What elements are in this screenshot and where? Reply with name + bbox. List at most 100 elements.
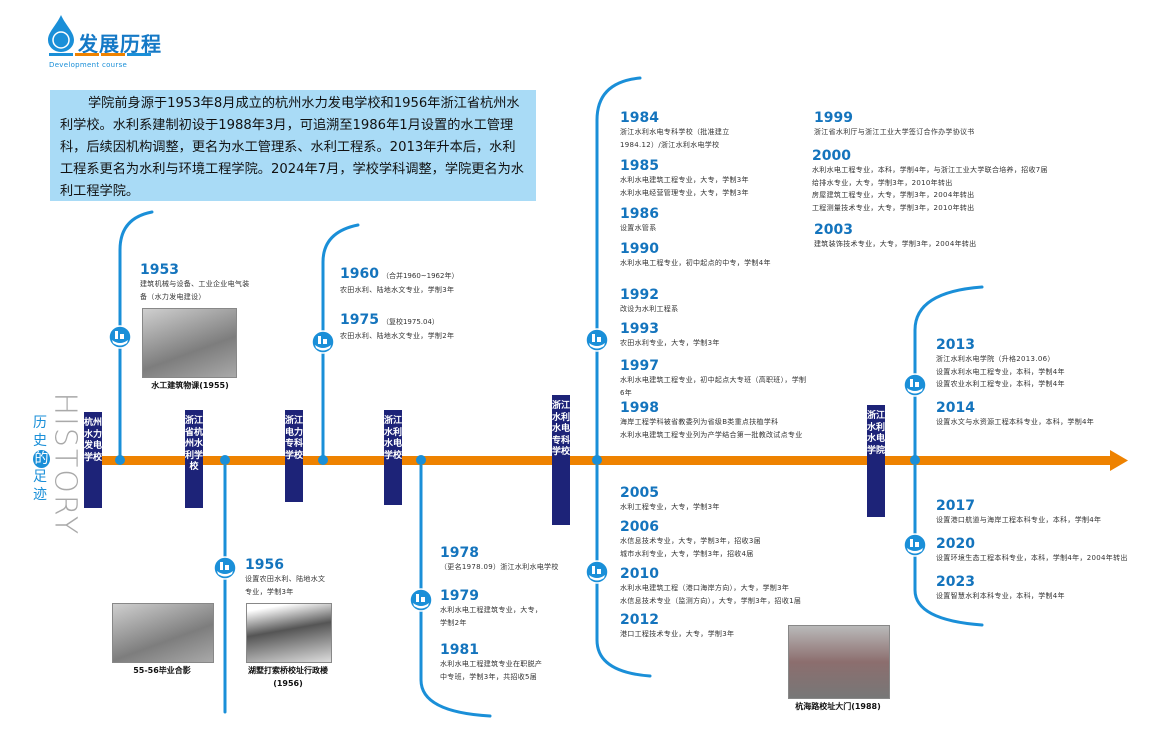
entry-line: 设置港口航道与海岸工程本科专业，本科，学制4年 xyxy=(936,516,1102,524)
entry-line: 专业，学制3年 xyxy=(245,587,294,596)
timeline-entry-1998: 1998 海岸工程学科被省教委列为省级B类重点扶植学科水利水电建筑工程专业列为产学… xyxy=(620,400,803,441)
entry-line: 工程测量技术专业，大专，学制3年，2010年转出 xyxy=(812,203,975,212)
entry-line: 水利水电工程建筑专业，大专， xyxy=(440,606,543,614)
timeline-dot xyxy=(592,455,602,465)
entry-line: 设置农业水利工程专业，本科，学制4年 xyxy=(936,380,1065,388)
entry-line: 水利水电工程专业，本科，学制4年，与浙江工业大学联合培养，招收7届 xyxy=(812,166,1048,174)
timeline-entry-2017: 2017 设置港口航道与海岸工程本科专业，本科，学制4年 xyxy=(936,498,1101,527)
year-text: 1992 xyxy=(620,287,659,303)
entry-year: 1978 xyxy=(440,545,559,561)
entry-year: 1985 xyxy=(620,158,749,174)
entry-year: 2010 xyxy=(620,566,801,582)
entry-year: 2005 xyxy=(620,485,720,501)
entry-line: 海岸工程学科被省教委列为省级B类重点扶植学科 xyxy=(620,418,779,426)
intro-text: 学院前身源于1953年8月成立的杭州水力发电学校和1956年浙江省杭州水利学校。… xyxy=(50,90,536,201)
entry-year: 2013 xyxy=(936,337,1065,353)
entry-line: 备（水力发电建设） xyxy=(140,292,206,301)
year-text: 1999 xyxy=(814,110,853,126)
entry-line: 建筑机械与设备、工业企业电气装 xyxy=(140,280,250,288)
timeline-dot xyxy=(416,455,426,465)
photo-caption: (1956) xyxy=(273,679,303,688)
hydro-building-icon xyxy=(903,533,927,557)
entry-line: 1984.12）/浙江水利水电学校 xyxy=(620,140,720,149)
char: 足 xyxy=(33,469,47,485)
entry-line: 设置智慧水利本科专业，本科，学制4年 xyxy=(936,592,1065,600)
entry-line: （更名1978.09）浙江水利水电学校 xyxy=(440,563,559,571)
timeline-entry-1975: 1975（复校1975.04）农田水利、陆地水文专业，学制2年 xyxy=(340,312,454,343)
year-text: 2000 xyxy=(812,148,851,164)
year-text: 1956 xyxy=(245,557,284,573)
year-text: 2017 xyxy=(936,498,975,514)
entry-year: 2017 xyxy=(936,498,1101,514)
entry-line: 港口工程技术专业，大专，学制3年 xyxy=(620,630,735,638)
year-text: 1975 xyxy=(340,312,379,328)
entry-year: 1953 xyxy=(140,262,250,278)
entry-year: 2006 xyxy=(620,519,761,535)
history-en-text: HISTORY xyxy=(47,392,83,537)
school-label: 杭州水力发电学校 xyxy=(84,412,102,508)
year-text: 2020 xyxy=(936,536,975,552)
char: 史 xyxy=(33,433,47,449)
entry-year: 2020 xyxy=(936,536,1128,552)
photo-graduation xyxy=(112,603,214,663)
entry-year: 1990 xyxy=(620,241,771,257)
entry-line: 水利水电经营管理专业，大专，学制3年 xyxy=(620,188,749,197)
entry-line: 改设为水利工程系 xyxy=(620,305,679,313)
history-cn-label: 历 史 的 足 迹 xyxy=(33,414,50,504)
year-text: 1998 xyxy=(620,400,659,416)
school-label: 浙江水利水电专科学校 xyxy=(552,395,570,525)
entry-line: 农田水利、陆地水文专业，学制3年 xyxy=(340,286,455,294)
year-text: 2006 xyxy=(620,519,659,535)
photo-gate-1988 xyxy=(788,625,890,699)
branch-line-2005 xyxy=(595,458,652,678)
water-drop-logo-icon xyxy=(48,15,74,52)
entry-line: 房屋建筑工程专业，大专，学制3年，2004年转出 xyxy=(812,191,975,199)
year-text: 1990 xyxy=(620,241,659,257)
branch-line-2013 xyxy=(913,285,984,462)
year-text: 2005 xyxy=(620,485,659,501)
title-underline xyxy=(101,53,125,56)
entry-line: 设置水利水电工程专业，本科，学制4年 xyxy=(936,367,1065,376)
branch-line-2017 xyxy=(913,458,984,627)
entry-line: 水利水电建筑工程专业列为产学结合第一批教改试点专业 xyxy=(620,430,803,439)
year-text: 1984 xyxy=(620,110,659,126)
entry-year: 2003 xyxy=(814,222,976,238)
entry-year: 2023 xyxy=(936,574,1065,590)
branch-line-1978 xyxy=(419,458,492,718)
entry-year: 2012 xyxy=(620,612,734,628)
hydro-building-icon xyxy=(409,588,433,612)
timeline-entry-2012: 2012 港口工程技术专业，大专，学制3年 xyxy=(620,612,734,641)
school-label: 浙江水利水电学院 xyxy=(867,405,885,517)
entry-line: 中专班，学制3年，共招收5届 xyxy=(440,672,538,681)
year-text: 1993 xyxy=(620,321,659,337)
timeline-entry-2000: 2000 水利水电工程专业，本科，学制4年，与浙江工业大学联合培养，招收7届给排水… xyxy=(812,148,1048,214)
entry-line: 浙江省水利厅与浙江工业大学签订合作办学协议书 xyxy=(814,128,975,136)
entry-line: 水信息技术专业（监测方向），大专，学制3年，招收1届 xyxy=(620,596,802,605)
year-text: 2012 xyxy=(620,612,659,628)
year-text: 1978 xyxy=(440,545,479,561)
timeline-entry-1999: 1999 浙江省水利厅与浙江工业大学签订合作办学协议书 xyxy=(814,110,975,139)
entry-year: 2000 xyxy=(812,148,1048,164)
year-text: 2003 xyxy=(814,222,853,238)
entry-line: 水利水电建筑工程专业，初中起点大专班（高职班），学制 xyxy=(620,376,807,384)
entry-line: 给排水专业，大专，学制3年，2010年转出 xyxy=(812,178,953,187)
entry-year: 1979 xyxy=(440,588,542,604)
entry-note: （复校1975.04） xyxy=(381,318,439,326)
char: 迹 xyxy=(33,487,47,503)
year-text: 2013 xyxy=(936,337,975,353)
char: 的 xyxy=(33,450,50,468)
hydro-building-icon xyxy=(585,560,609,584)
entry-year: 2014 xyxy=(936,400,1094,416)
entry-year: 1956 xyxy=(245,557,325,573)
timeline-dot xyxy=(318,455,328,465)
photo-caption: 杭海路校址大门(1988) xyxy=(795,702,881,711)
entry-year: 1993 xyxy=(620,321,720,337)
entry-year: 1984 xyxy=(620,110,730,126)
